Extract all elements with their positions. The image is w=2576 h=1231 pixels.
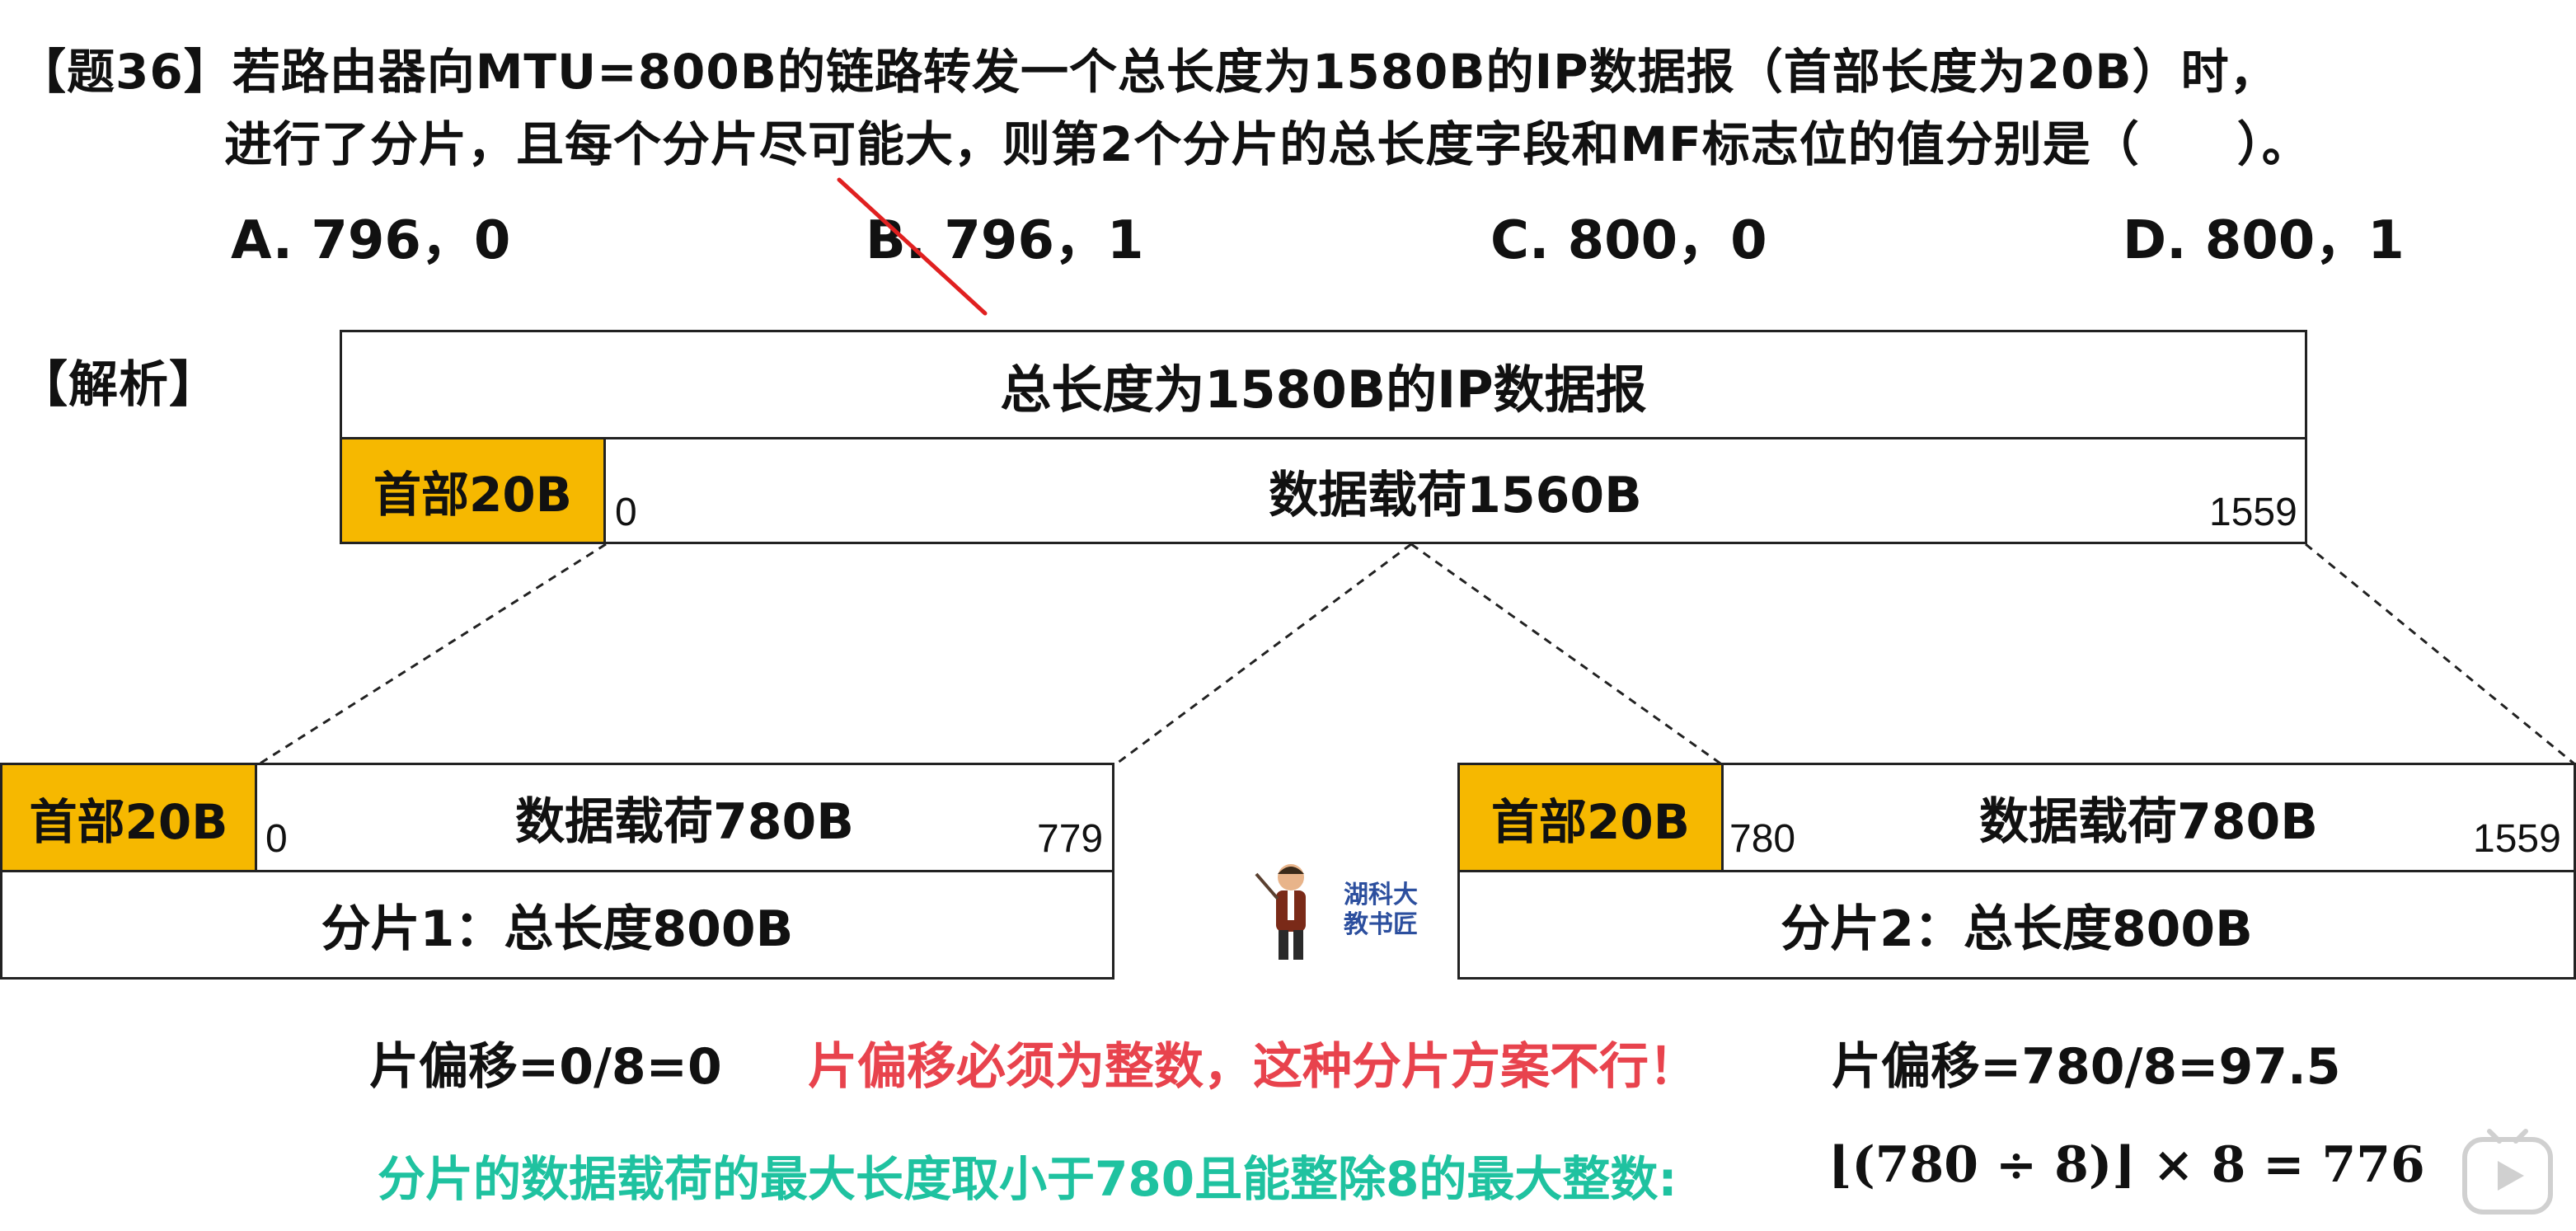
- teacher-figure-icon: [1255, 864, 1306, 960]
- fragment2-header-text: 首部20B: [1491, 793, 1690, 850]
- fragment2-offset-start: 780: [1729, 817, 1796, 861]
- play-icon: [2462, 1129, 2553, 1215]
- connector-line: [256, 543, 607, 767]
- fragment1-offset-start: 0: [265, 817, 288, 861]
- option-a: A. 796，0: [231, 210, 511, 271]
- question-text-1: 若路由器向MTU=800B的链路转发一个总长度为1580B的IP数据报（首部长度…: [232, 44, 2278, 100]
- warning-note: 片偏移必须为整数，这种分片方案不行！: [808, 1038, 1698, 1096]
- option-d: D. 800，1: [2123, 210, 2405, 271]
- fragment2-total-text: 分片2：总长度800B: [1781, 900, 2253, 958]
- fragment2-payload-text: 数据载荷780B: [1979, 793, 2318, 851]
- question-line-1: 【题36】若路由器向MTU=800B的链路转发一个总长度为1580B的IP数据报…: [18, 33, 2278, 102]
- fragment1-total-text: 分片1：总长度800B: [321, 900, 794, 958]
- original-datagram-title: 总长度为1580B的IP数据报: [340, 330, 2307, 439]
- fragment2-offset-end: 1559: [2473, 817, 2561, 861]
- original-title-text: 总长度为1580B的IP数据报: [1000, 359, 1647, 420]
- connector-line: [1410, 543, 1724, 767]
- fragment1-header: 首部20B: [0, 763, 257, 872]
- option-b: B. 796，1: [866, 210, 1144, 271]
- fragment2-payload: 数据载荷780B: [1721, 763, 2576, 872]
- analysis-label: 【解析】: [18, 356, 219, 414]
- question-number: 【题36】: [18, 44, 232, 100]
- original-payload-text: 数据载荷1560B: [1269, 466, 1642, 524]
- question-line-2: 进行了分片，且每个分片尽可能大，则第2个分片的总长度字段和MF标志位的值分别是（…: [224, 106, 2311, 175]
- conclusion-note: 分片的数据载荷的最大长度取小于780且能整除8的最大整数:: [378, 1151, 1677, 1207]
- original-offset-start: 0: [615, 491, 637, 534]
- watermark-text-label: 湖科大教书匠: [1344, 881, 1418, 939]
- fragment2-total: 分片2：总长度800B: [1457, 870, 2576, 980]
- original-header: 首部20B: [340, 437, 606, 544]
- watermark-text: 湖科大教书匠: [1344, 881, 1418, 940]
- offset1-note: 片偏移=0/8=0: [369, 1038, 722, 1096]
- original-offset-end: 1559: [2209, 491, 2297, 534]
- video-play-button[interactable]: [2458, 1128, 2557, 1219]
- fragment1-total: 分片1：总长度800B: [0, 870, 1114, 980]
- original-payload: 数据载荷1560B: [603, 437, 2307, 544]
- fragment1-payload: 数据载荷780B: [255, 763, 1114, 872]
- connector-line: [1114, 543, 1412, 767]
- option-c: C. 800，0: [1490, 210, 1767, 271]
- conclusion-formula: ⌊(780 ÷ 8)⌋ × 8 = 776: [1828, 1136, 2425, 1194]
- watermark: 湖科大教书匠: [1253, 857, 1434, 965]
- offset2-note: 片偏移=780/8=97.5: [1832, 1038, 2341, 1096]
- fragment1-offset-end: 779: [1037, 817, 1104, 861]
- connector-line: [2305, 543, 2576, 767]
- fragment1-header-text: 首部20B: [29, 793, 228, 850]
- fragment2-header: 首部20B: [1457, 763, 1724, 872]
- fragment1-payload-text: 数据载荷780B: [515, 793, 854, 851]
- question-text-2: 进行了分片，且每个分片尽可能大，则第2个分片的总长度字段和MF标志位的值分别是（…: [224, 116, 2311, 172]
- original-header-text: 首部20B: [373, 467, 572, 523]
